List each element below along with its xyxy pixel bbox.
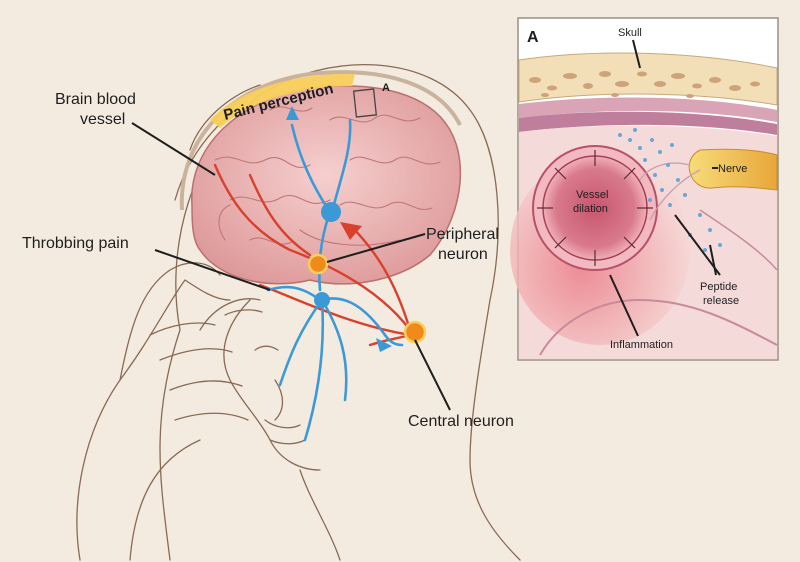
central-neuron-node	[405, 322, 425, 342]
inset-marker-label: A	[382, 82, 390, 94]
panel-letter: A	[527, 29, 539, 46]
peptide-release-label-line2: release	[703, 295, 739, 307]
peripheral-neuron-label-line1: Peripheral	[426, 226, 499, 243]
inflammation-label: Inflammation	[610, 339, 673, 351]
peripheral-neuron-node	[309, 255, 327, 273]
inset-panel: A Skull Nerve Vessel dilation Peptide re…	[510, 18, 778, 360]
peripheral-neuron-label-line2: neuron	[438, 246, 488, 263]
skull-label: Skull	[618, 27, 642, 39]
nerve-label: Nerve	[718, 163, 747, 175]
brain-node	[321, 202, 341, 222]
peptide-release-label-line1: Peptide	[700, 281, 737, 293]
vessel-dilation-label-line2: dilation	[573, 203, 608, 215]
vessel-dilation-label-line1: Vessel	[576, 189, 608, 201]
face-node	[314, 292, 330, 308]
brain-blood-vessel-label-line1: Brain blood	[55, 91, 136, 108]
central-neuron-label: Central neuron	[408, 413, 514, 430]
brain-blood-vessel-label-line2: vessel	[80, 111, 125, 128]
throbbing-pain-label: Throbbing pain	[22, 235, 129, 252]
